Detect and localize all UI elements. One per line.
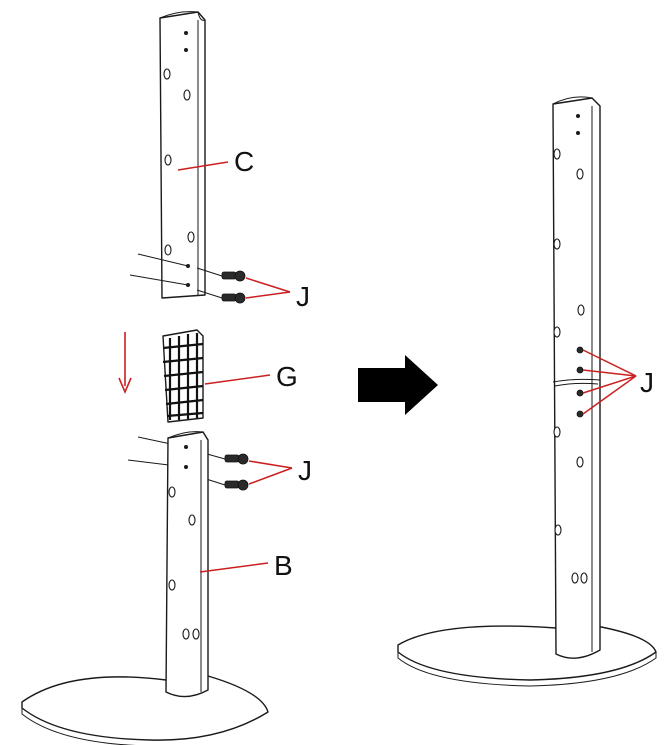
screw-icon: [221, 270, 246, 282]
upper-column: [159, 11, 206, 299]
down-arrow-icon: [118, 332, 132, 395]
label-connector: G: [276, 361, 298, 392]
right-arrow-icon: [358, 355, 438, 415]
label-column-upper: C: [234, 146, 254, 177]
lower-column: [21, 431, 269, 745]
label-screws-upper: J: [296, 281, 310, 312]
screw-icon: [224, 453, 249, 465]
label-screws-lower: J: [298, 455, 312, 486]
assembled-stand: [397, 96, 657, 687]
lower-screws: [127, 436, 249, 491]
upper-screws: [129, 253, 246, 304]
screw-icon: [224, 479, 249, 491]
label-column-lower: B: [274, 550, 293, 581]
screw-icon: [221, 292, 246, 304]
connector-bracket: [162, 329, 204, 423]
label-screws-assembled: J: [640, 367, 654, 398]
